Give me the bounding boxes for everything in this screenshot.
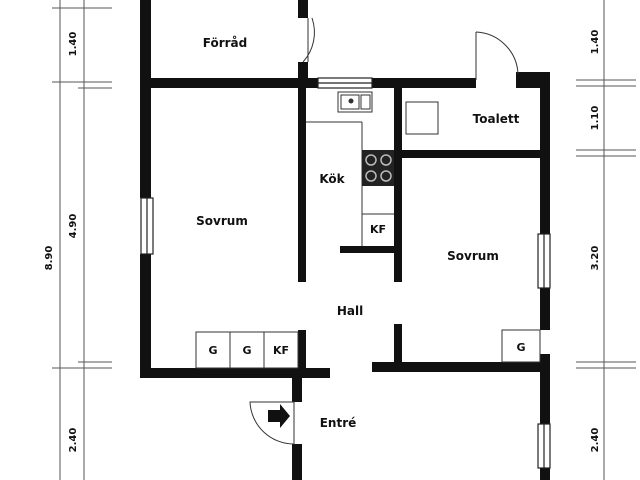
windows [140, 77, 551, 469]
toilet-fixture [405, 101, 439, 135]
window-kitchen [317, 77, 373, 89]
room-label-kok: Kök [319, 172, 345, 186]
dimension-left-total: 8.90 [44, 246, 55, 271]
dimension-right-4: 2.40 [590, 428, 601, 453]
door-toalett [475, 31, 519, 80]
bedroom-closet [501, 329, 541, 363]
dimension-right-3: 3.20 [590, 246, 601, 271]
entrance-arrow-icon [268, 404, 290, 428]
fixture-label-hall-closet-1: G [208, 344, 217, 357]
dimension-left-2: 4.90 [68, 214, 79, 239]
dimension-left-3: 2.40 [68, 428, 79, 453]
window-entre [537, 423, 551, 469]
walls [140, 0, 550, 480]
door-forrad [302, 17, 315, 63]
room-label-hall: Hall [337, 304, 363, 318]
kitchen-sink [337, 91, 373, 113]
fixture-label-kitchen-fridge: KF [370, 223, 386, 236]
window-left-bedroom [140, 197, 154, 255]
fixtures [195, 91, 541, 369]
fixture-label-hall-fridge: KF [273, 344, 289, 357]
dimension-right-1: 1.40 [590, 30, 601, 55]
room-label-toalett: Toalett [473, 112, 520, 126]
fixture-label-hall-closet-2: G [242, 344, 251, 357]
dimension-lines [52, 0, 636, 480]
stove-icon [362, 150, 394, 186]
dimension-left-1: 1.40 [68, 32, 79, 57]
hall-fridge [263, 331, 299, 369]
dimension-right-2: 1.10 [590, 106, 601, 131]
door-entre [249, 401, 295, 445]
room-label-sovrum-right: Sovrum [447, 249, 499, 263]
room-label-forrad: Förråd [203, 36, 247, 50]
fixture-label-bedroom-closet: G [516, 341, 525, 354]
room-label-sovrum-left: Sovrum [196, 214, 248, 228]
room-label-entre: Entré [320, 416, 357, 430]
window-right-bedroom [537, 233, 551, 289]
